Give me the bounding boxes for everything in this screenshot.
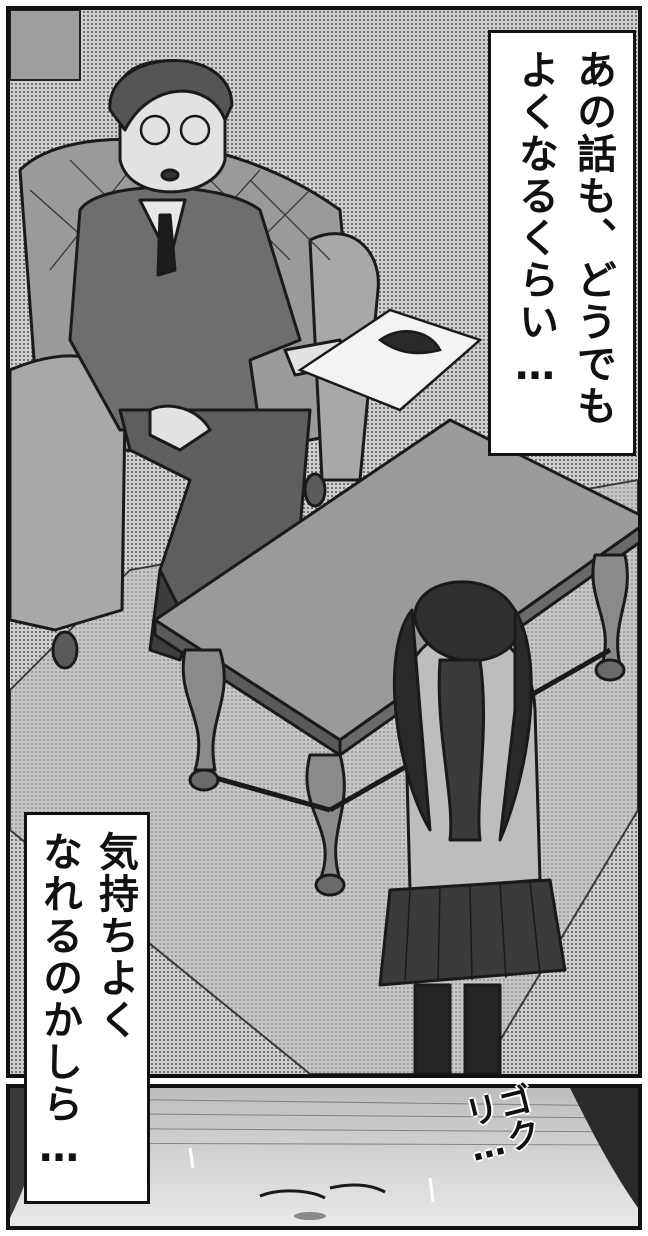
nose bbox=[294, 1212, 326, 1220]
narration-left-line-1: 気持ちよく bbox=[92, 831, 138, 1041]
narration-box-left: 気持ちよく なれるのかしら… bbox=[24, 812, 150, 1204]
narration-top-line-1: あの話も、どうでも bbox=[570, 49, 616, 427]
narration-box-top: あの話も、どうでも よくなるくらい… bbox=[488, 30, 636, 456]
sound-effect: ゴクリ… bbox=[455, 1081, 548, 1218]
main-panel: あの話も、どうでも よくなるくらい… bbox=[6, 6, 642, 1078]
hair-strand bbox=[570, 1088, 638, 1208]
photograph bbox=[297, 308, 483, 412]
sound-effect-text: ゴクリ… bbox=[455, 1080, 544, 1171]
eye-line-left bbox=[259, 1189, 326, 1200]
eye-line-right bbox=[329, 1183, 386, 1194]
narration-top-line-2: よくなるくらい… bbox=[512, 49, 558, 391]
scene-illustration bbox=[10, 10, 638, 1074]
sweat-drop bbox=[188, 1147, 195, 1169]
narration-left-line-2: なれるのかしら… bbox=[36, 831, 82, 1173]
girl-standing bbox=[378, 580, 567, 1074]
wall-panel bbox=[10, 10, 81, 81]
sweat-drop-2 bbox=[428, 1177, 435, 1203]
